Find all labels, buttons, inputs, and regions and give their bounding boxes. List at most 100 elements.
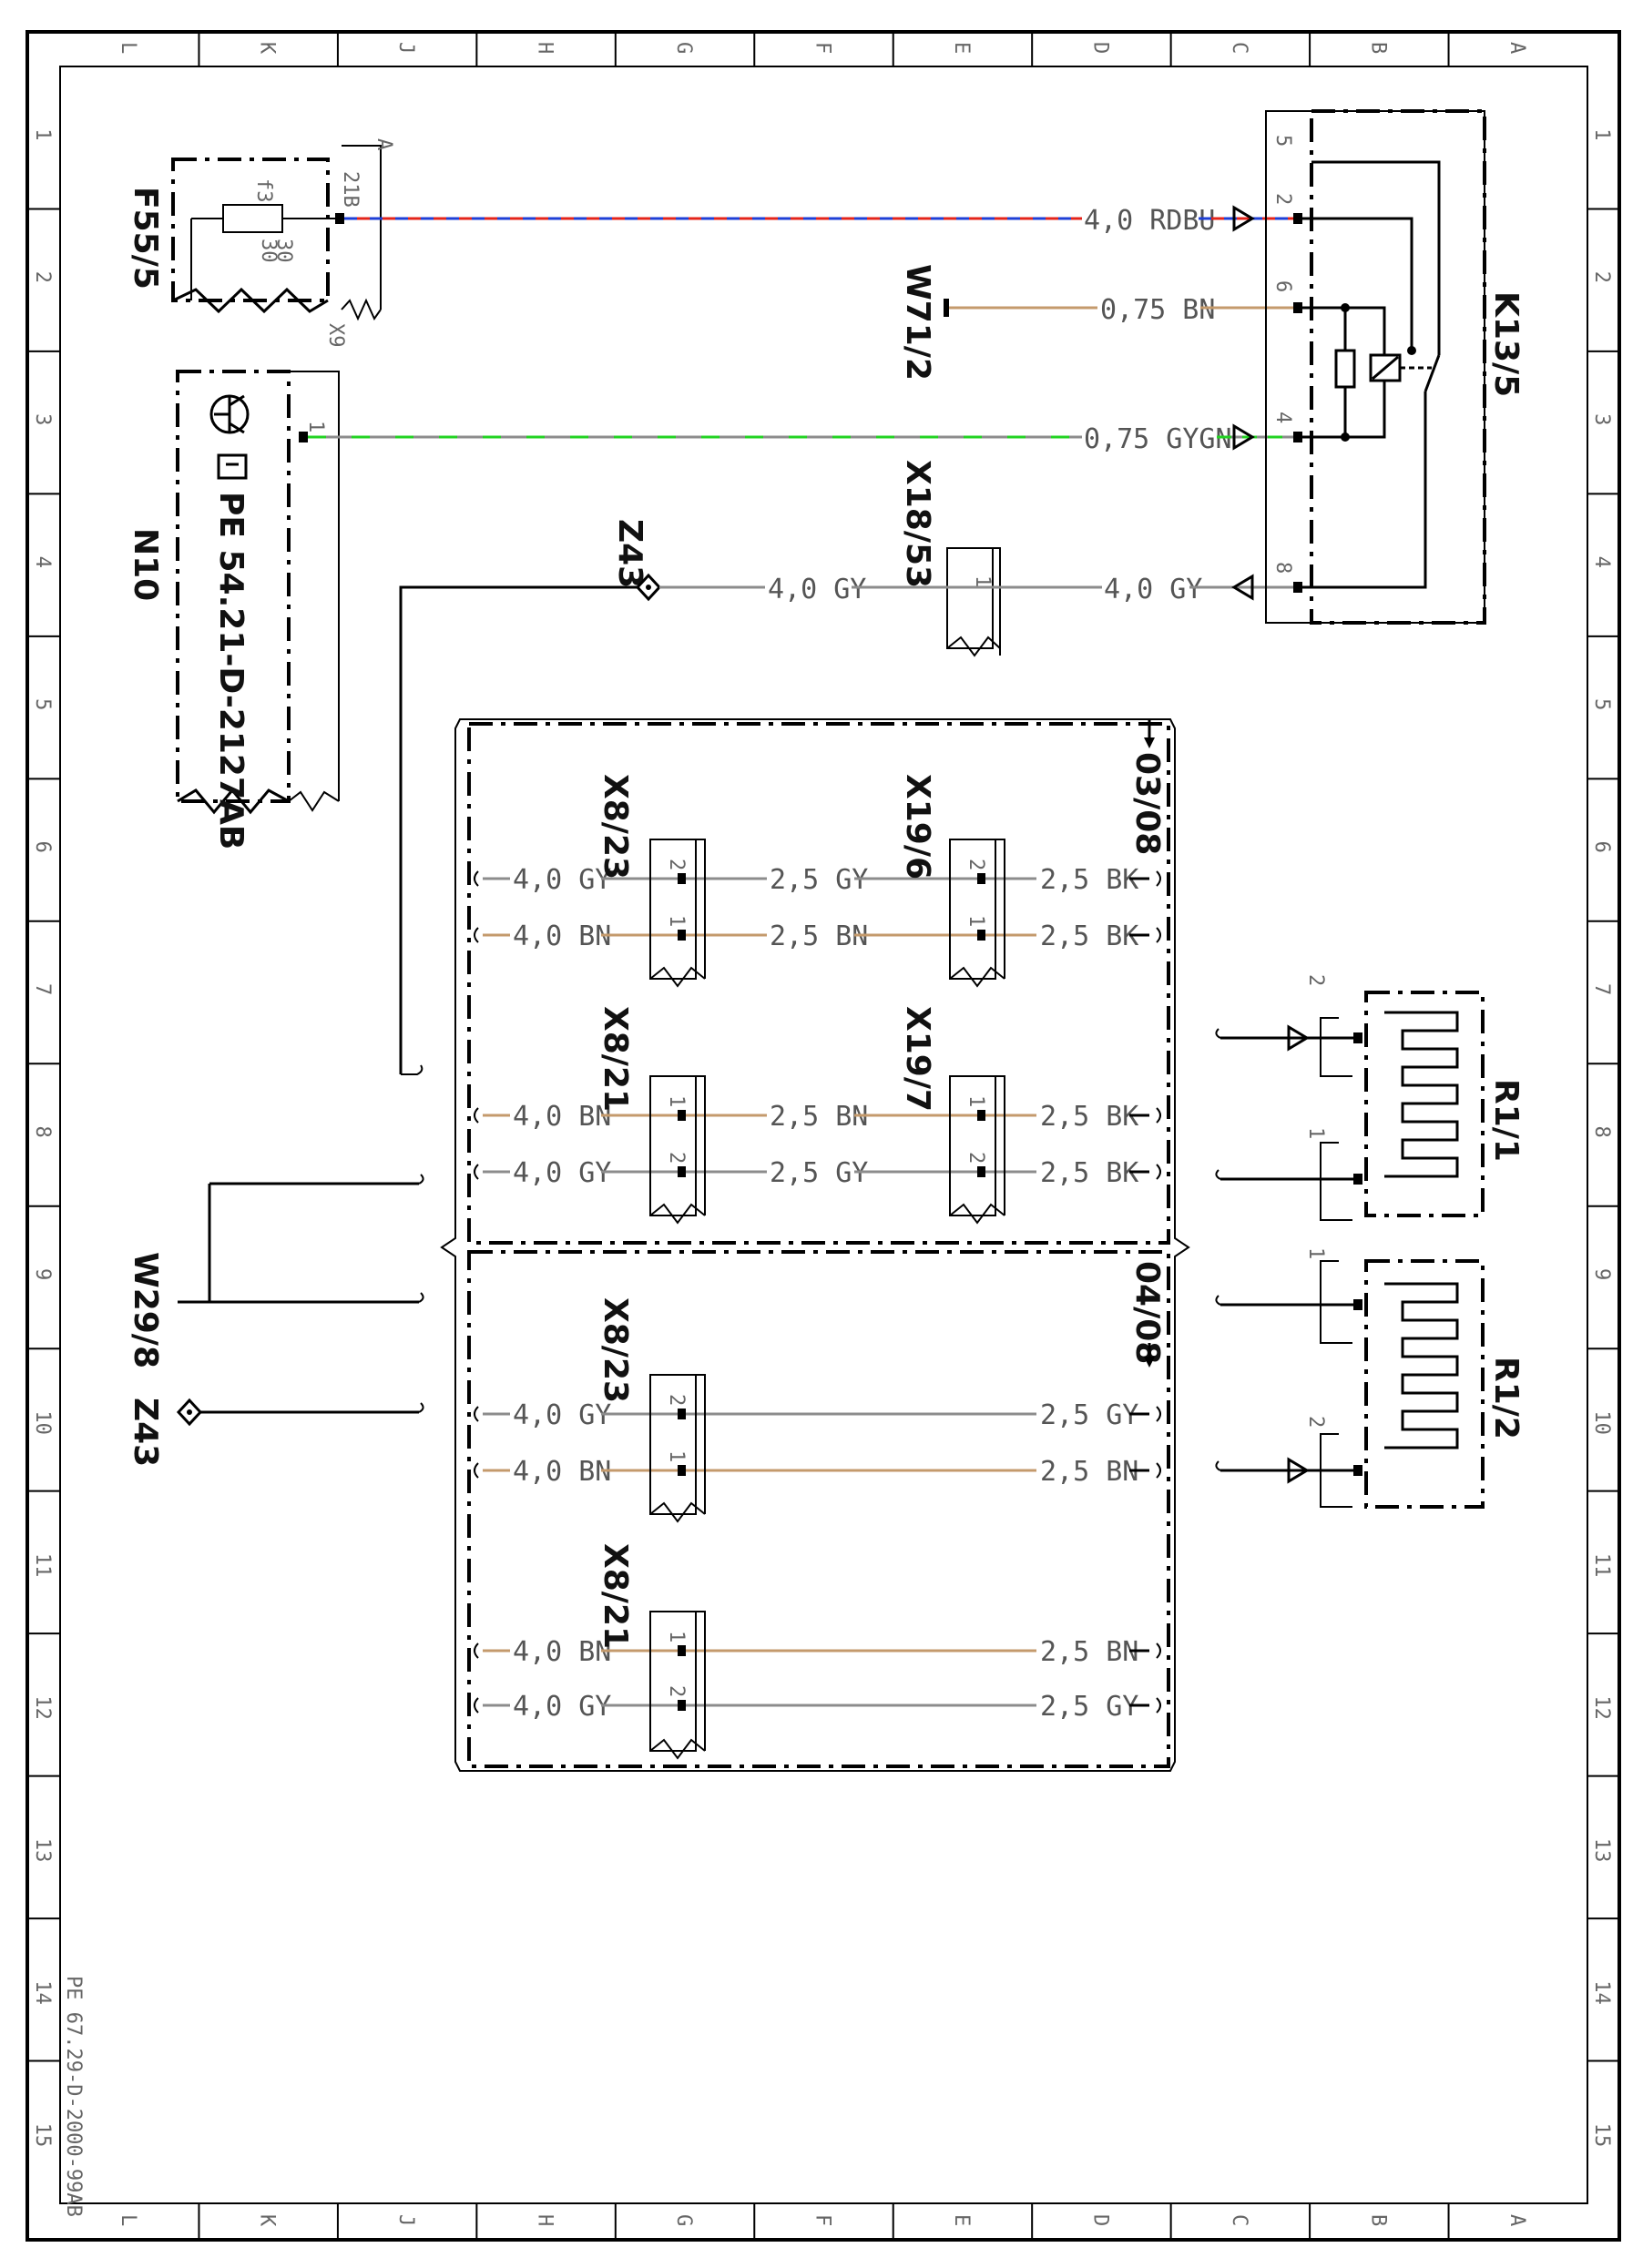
wire-end-mark [1156,1164,1161,1180]
wire-label: 4,0 BN [513,1456,611,1488]
col-label-bottom: K [256,2214,279,2227]
r11-pin1-label: 1 [1304,1127,1327,1139]
box-a-ref: 03/08 [1128,752,1166,855]
k13-arrow-4 [1232,423,1255,451]
row-label-left: 9 [31,1268,54,1280]
wire-label: 4,0 BN [513,920,611,952]
x8-23-b-pin-label: 2 [665,1394,688,1406]
wire-label: 2,5 BK [1040,864,1138,896]
x19-7-pin-label: 1 [964,1095,987,1107]
wire-label: 2,5 BN [770,920,868,952]
x19-6-pin-label: 2 [964,859,987,870]
row-label-right: 15 [1590,2123,1613,2148]
x19-6-pin [977,930,985,941]
x8-23-a-pin [678,873,686,884]
row-label-left: 2 [31,271,54,283]
r11-pin-1 [1353,1174,1362,1185]
x19-7-label: X19/7 [899,1006,936,1112]
fuse-term-a: f3 [252,178,275,203]
box-a [467,722,1170,1245]
row-label-left: 1 [31,128,54,140]
wire-label: 2,5 BK [1040,1101,1138,1133]
r11-arrow [1287,1024,1310,1052]
col-label-top: F [811,42,834,54]
row-label-right: 8 [1590,1126,1613,1138]
box-b-ref: 04/08 [1128,1261,1166,1364]
f55-marker: A [372,138,395,150]
x8-21-b-label: X8/21 [597,1543,634,1649]
x19-6-label: X19/6 [899,774,936,880]
row-label-right: 9 [1590,1268,1613,1280]
x19-6-break [949,966,1005,988]
x19-6-pin [977,873,985,884]
r11-pin2-bracket [1320,1017,1352,1077]
inner-frame [59,66,1588,2204]
w29-ends [418,1174,424,1303]
n10-bracket [289,371,340,801]
z43-bottom-end [418,1402,424,1413]
wire-z43-feed [399,585,638,1074]
col-label-top: B [1366,42,1389,54]
row-label-left: 12 [31,1695,54,1720]
x19-7-pin [977,1110,985,1121]
row-label-left: 10 [31,1410,54,1435]
wire-label: 4,0 GY [513,1691,611,1723]
pointing-hand-icon [217,453,248,480]
x8-23-a-pin-label: 2 [665,859,688,870]
k13-coil-diag [1372,355,1399,381]
x8-23-a-label: X8/23 [597,774,634,880]
row-label-right: 7 [1590,983,1613,995]
row-label-left: 4 [31,556,54,568]
row-label-left: 11 [31,1553,54,1578]
col-label-bottom: A [1505,2214,1528,2226]
z43-top-label: Z43 [611,519,648,588]
r12-pin1-label: 1 [1304,1247,1327,1259]
n10-pin: 1 [304,421,327,432]
row-label-left: 5 [31,698,54,710]
col-label-bottom: D [1088,2214,1111,2226]
wire-label: 2,5 BK [1040,1157,1138,1189]
col-label-bottom: C [1228,2214,1250,2226]
wire-end-mark [1156,1406,1161,1422]
r12-label: R1/2 [1487,1357,1525,1439]
wire-end-mark [474,1697,479,1714]
x8-23-b-break [649,1501,706,1523]
wire-label-gy-right: 4,0 GY [1104,574,1202,605]
box-bracket [440,718,1190,1772]
k13-arrow-8 [1231,574,1254,601]
r12-element [1384,1282,1459,1449]
row-label-right: 12 [1590,1695,1613,1720]
w71-end [944,299,949,317]
k13-pin-8 [1293,582,1302,593]
col-label-top: H [534,42,556,54]
wire-label: 4,0 BN [513,1636,611,1668]
x8-21-a-pin-label: 1 [665,1095,688,1107]
x8-21-b-pin [678,1700,686,1711]
wire-label: 4,0 GY [513,1157,611,1189]
n10-bracket-break [288,790,340,812]
x8-21-a-pin-label: 2 [665,1152,688,1164]
row-label-left: 13 [31,1838,54,1863]
x8-23-a-pin-label: 1 [665,915,688,927]
col-label-top: A [1505,42,1528,54]
wire-label-gy-left: 4,0 GY [768,574,866,605]
f55-label: F55/5 [127,187,164,290]
fuse-symbol [222,204,283,233]
k13-pin-4 [1293,432,1302,442]
w29-label: W29/8 [127,1252,164,1368]
row-label-left: 14 [31,1980,54,2005]
r12-ends [1215,1295,1221,1471]
x9-break [341,298,382,321]
wire-label: 2,5 BN [1040,1636,1138,1668]
k13-pin-2 [1293,213,1302,224]
x8-23-b-pin-label: 1 [665,1450,688,1462]
k13-internal-5 [1311,160,1441,355]
k13-internal-2 [1302,217,1413,351]
wire-z43-feed-end [401,1064,424,1075]
col-label-bottom: B [1366,2214,1389,2226]
wire-label: 2,5 BN [1040,1456,1138,1488]
wire-label: 4,0 GY [513,864,611,896]
document-ref: PE 67.29-D-2000-99AB [62,1976,85,2217]
x19-6-pin-label: 1 [964,915,987,927]
